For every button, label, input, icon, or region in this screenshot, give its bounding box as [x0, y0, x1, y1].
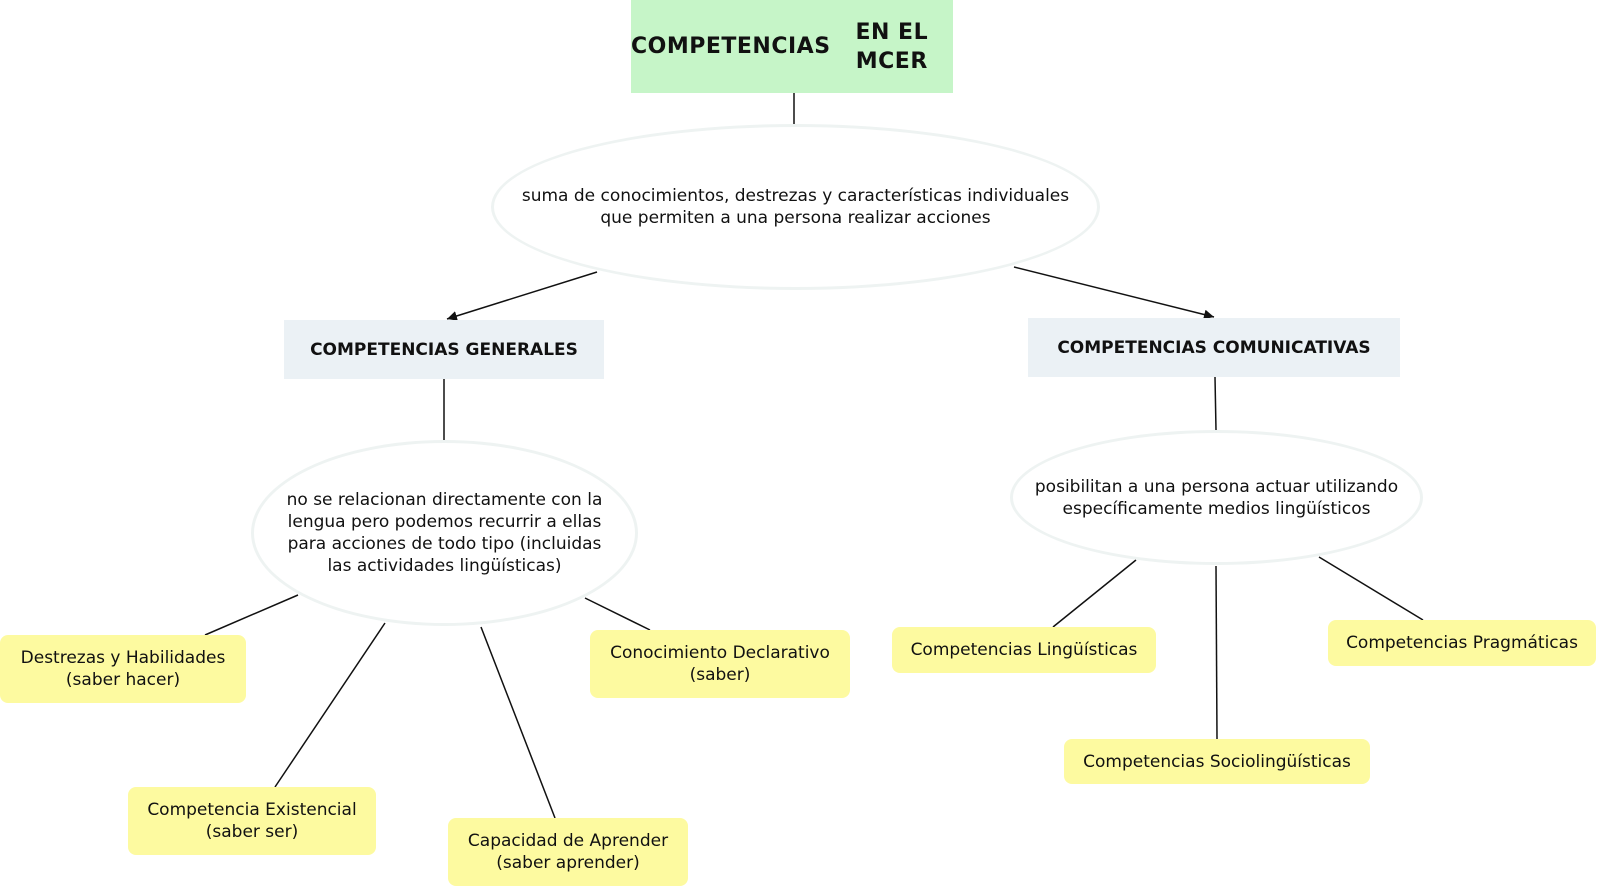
title-line-1: COMPETENCIAS [631, 34, 831, 59]
leaf-destrezas-habilidades-text: Destrezas y Habilidades (saber hacer) [20, 648, 226, 690]
leaf-competencia-existencial: Competencia Existencial (saber ser) [128, 787, 376, 855]
leaf-competencias-linguisticas: Competencias Lingüísticas [892, 627, 1156, 673]
communicative-competences-label: COMPETENCIAS COMUNICATIVAS [1057, 337, 1371, 358]
leaf-competencias-linguisticas-text: Competencias Lingüísticas [910, 640, 1138, 660]
general-competences-box: COMPETENCIAS GENERALES [284, 320, 604, 379]
leaf-competencias-sociolinguisticas-text: Competencias Sociolingüísticas [1083, 751, 1351, 772]
link-communicative-linguisticas [1052, 559, 1137, 628]
leaf-destrezas-habilidades: Destrezas y Habilidades (saber hacer) [0, 635, 246, 703]
diagram-title: COMPETENCIAS EN EL MCER [631, 0, 953, 93]
link-general-existencial [274, 622, 386, 788]
arrow-root-general [446, 271, 598, 321]
leaf-conocimiento-declarativo-text: Conocimiento Declarativo (saber) [610, 643, 830, 685]
link-general-aprender [480, 626, 556, 819]
leaf-competencias-pragmaticas: Competencias Pragmáticas [1328, 620, 1596, 666]
leaf-competencias-pragmaticas-text: Competencias Pragmáticas [1346, 633, 1578, 653]
leaf-capacidad-aprender-text: Capacidad de Aprender (saber aprender) [467, 831, 669, 873]
leaf-conocimiento-declarativo: Conocimiento Declarativo (saber) [590, 630, 850, 698]
link-general-destrezas [204, 594, 299, 636]
link-communicative-sociolinguisticas [1215, 565, 1218, 740]
communicative-competences-box: COMPETENCIAS COMUNICATIVAS [1028, 318, 1400, 377]
root-description-ellipse: suma de conocimientos, destrezas y carac… [491, 124, 1100, 290]
general-competences-label: COMPETENCIAS GENERALES [310, 339, 578, 360]
communicative-description-ellipse: posibilitan a una persona actuar utiliza… [1010, 430, 1423, 565]
leaf-capacidad-aprender: Capacidad de Aprender (saber aprender) [448, 818, 688, 886]
title-line-2: EN EL MCER [855, 19, 929, 74]
general-description-text: no se relacionan directamente con la len… [286, 490, 603, 576]
communicative-description-text: posibilitan a una persona actuar utiliza… [1034, 476, 1399, 519]
general-description-ellipse: no se relacionan directamente con la len… [251, 440, 638, 626]
link-communicative-pragmaticas [1318, 556, 1424, 621]
leaf-competencias-sociolinguisticas: Competencias Sociolingüísticas [1064, 739, 1370, 784]
root-description-text: suma de conocimientos, destrezas y carac… [521, 186, 1070, 228]
link-communicative-desc [1214, 376, 1217, 431]
arrow-root-communicative [1013, 266, 1215, 320]
leaf-competencia-existencial-text: Competencia Existencial (saber ser) [147, 800, 357, 842]
link-general-declarativo [584, 597, 651, 631]
